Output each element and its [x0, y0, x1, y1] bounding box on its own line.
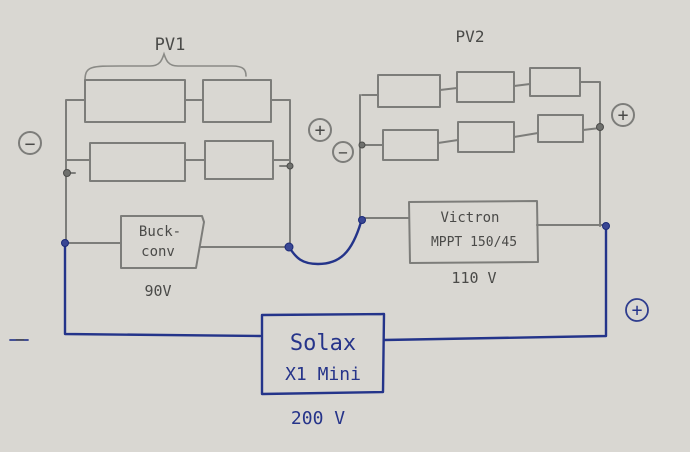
- pv2-label: PV2: [456, 27, 485, 46]
- node-pv1-minus: [61, 239, 69, 247]
- pv1-panel-top-left: [84, 79, 186, 123]
- pv1-plus-sign: +: [315, 120, 326, 141]
- pv1-node-right: [286, 162, 294, 170]
- main-plus-sign: +: [632, 300, 643, 321]
- labels: PV1 PV2 Buck- conv 90V Victron MPPT 150/…: [139, 27, 517, 429]
- polarity-symbols: − + − + − +: [15, 103, 649, 349]
- main-plus-circle: [625, 298, 649, 322]
- node-pv2-minus: [358, 216, 366, 224]
- pv2-plus-sign: +: [618, 105, 629, 126]
- solax-label-line2: X1 Mini: [285, 364, 361, 385]
- node-pv2-plus: [602, 222, 610, 230]
- pv2-minus-circle: [332, 141, 354, 163]
- pv1-node-left: [63, 169, 71, 177]
- buck-label-line1: Buck-: [139, 224, 181, 240]
- pv2-panel-2: [456, 71, 515, 103]
- pv2-node-left: [358, 141, 366, 149]
- pv1-panel-bottom-right: [204, 140, 274, 180]
- solax-voltage: 200 V: [291, 408, 345, 429]
- pv1-brace: [84, 51, 247, 81]
- pv1-minus-circle: [18, 131, 42, 155]
- pv2-panel-3: [529, 67, 581, 97]
- node-pv1-plus: [284, 242, 294, 252]
- pv2-panel-5: [457, 121, 515, 153]
- main-minus-sign: −: [15, 330, 25, 349]
- pv2-plus-circle: [611, 103, 635, 127]
- pv2-panel-6: [537, 114, 584, 143]
- main-wiring: [9, 216, 610, 396]
- pv2-minus-sign: −: [338, 143, 348, 162]
- pv2-array: [358, 67, 606, 264]
- victron-mppt-box: [408, 200, 539, 264]
- pv2-panel-1: [377, 74, 441, 108]
- main-positive-rail: [382, 224, 608, 342]
- pv1-plus-circle: [308, 118, 332, 142]
- pv1-panel-bottom-left: [89, 142, 186, 182]
- victron-wires: [361, 217, 606, 226]
- buck-voltage: 90V: [144, 282, 171, 300]
- buck-converter-box: [120, 215, 205, 269]
- main-negative-rail: [63, 241, 262, 338]
- pv1-array: [63, 51, 294, 269]
- victron-voltage: 110 V: [451, 269, 496, 287]
- solax-label-line1: Solax: [290, 331, 356, 356]
- pv2-node-right: [596, 123, 604, 131]
- pv1-panel-top-right: [202, 79, 272, 123]
- buck-label-line2: conv: [141, 244, 175, 260]
- buck-wires: [65, 242, 291, 248]
- solax-inverter-box: [260, 312, 386, 396]
- pv1-label: PV1: [155, 35, 186, 55]
- pv2-panel-4: [382, 129, 439, 161]
- victron-label-line1: Victron: [440, 210, 499, 226]
- pv2-string-wires: [359, 81, 601, 227]
- pv1-pv2-series-link: [287, 220, 363, 266]
- victron-label-line2: MPPT 150/45: [431, 235, 517, 250]
- pv1-minus-sign: −: [25, 134, 36, 155]
